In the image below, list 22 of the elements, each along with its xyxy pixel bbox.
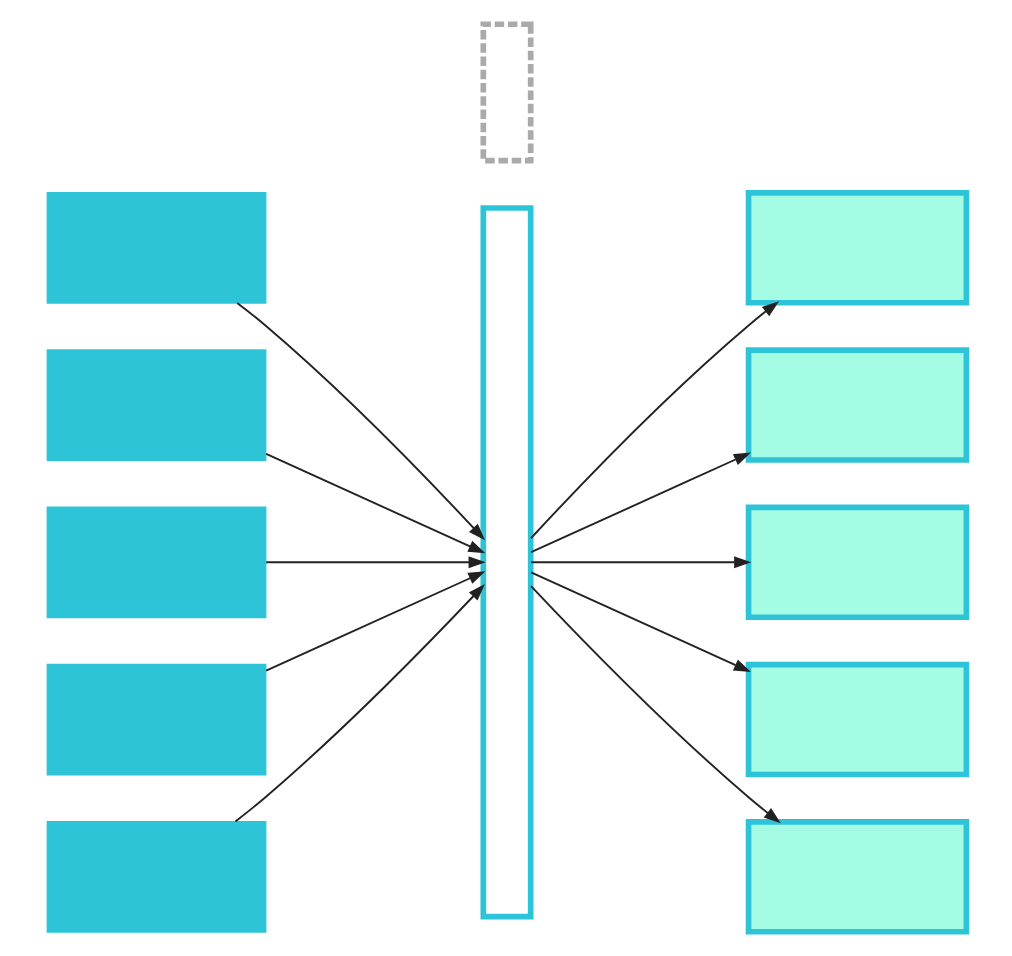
arrow bbox=[264, 556, 485, 569]
arrow bbox=[529, 571, 750, 673]
node-box bbox=[45, 191, 266, 304]
node-box bbox=[45, 820, 266, 933]
arrow bbox=[235, 301, 484, 541]
arrow bbox=[264, 453, 485, 554]
arrow bbox=[529, 301, 779, 540]
node-box bbox=[744, 190, 969, 306]
node-box bbox=[479, 21, 533, 164]
arrow bbox=[233, 584, 484, 823]
node-box bbox=[45, 663, 266, 776]
node-box bbox=[45, 506, 266, 619]
node-box bbox=[45, 349, 266, 461]
node-box bbox=[744, 661, 969, 778]
arrow bbox=[529, 585, 780, 824]
arrow bbox=[529, 452, 750, 554]
node-box bbox=[744, 819, 969, 935]
arrow bbox=[529, 556, 751, 569]
node-box bbox=[744, 347, 969, 463]
node-box bbox=[744, 504, 969, 621]
node-bar bbox=[479, 205, 533, 920]
arrow bbox=[264, 571, 485, 672]
